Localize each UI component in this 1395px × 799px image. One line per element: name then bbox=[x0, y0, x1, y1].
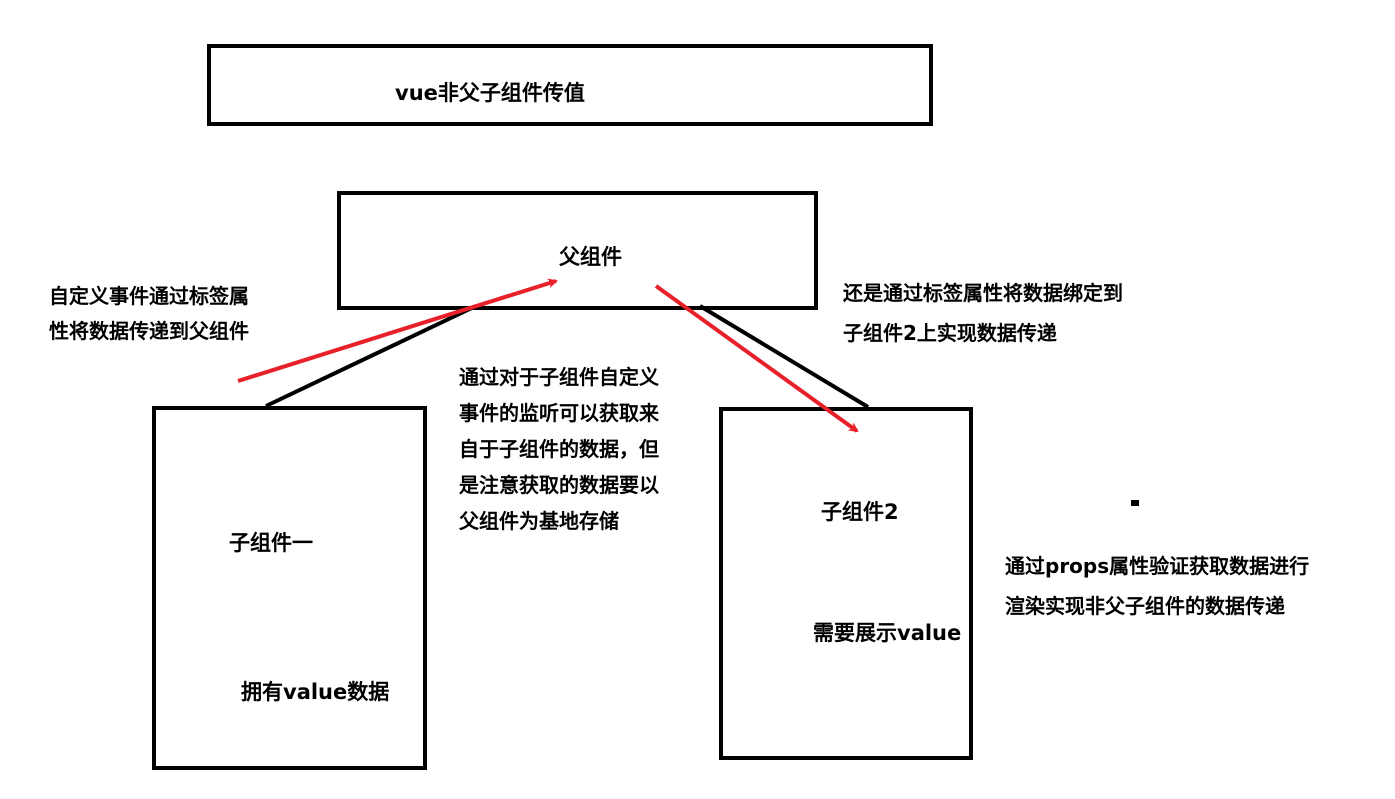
child-component-1-data-label: 拥有value数据 bbox=[241, 680, 390, 704]
listen-note-line: 通过对于子组件自定义 bbox=[459, 365, 659, 389]
bind-attr-note: 还是通过标签属性将数据绑定到 子组件2上实现数据传递 bbox=[843, 273, 1123, 353]
child-component-2-label: 子组件2 bbox=[821, 500, 899, 524]
diagram-title: vue非父子组件传值 bbox=[395, 81, 585, 105]
parent-component-label: 父组件 bbox=[559, 245, 622, 269]
child-component-2-data-label: 需要展示value bbox=[813, 621, 962, 645]
props-note-line: 渲染实现非父子组件的数据传递 bbox=[1005, 594, 1285, 618]
parent-to-child1-line bbox=[265, 304, 477, 408]
props-note: 通过props属性验证获取数据进行 渲染实现非父子组件的数据传递 bbox=[1005, 546, 1309, 626]
bind-attr-note-line: 子组件2上实现数据传递 bbox=[843, 321, 1057, 345]
child-component-1-label: 子组件一 bbox=[229, 531, 313, 555]
parent-to-child2-line bbox=[698, 304, 870, 409]
stray-mark bbox=[1131, 500, 1139, 506]
custom-event-note: 自定义事件通过标签属 性将数据传递到父组件 bbox=[49, 279, 249, 349]
bind-data-arrow bbox=[654, 284, 859, 433]
parent-component-box bbox=[337, 191, 818, 310]
bind-attr-note-line: 还是通过标签属性将数据绑定到 bbox=[843, 281, 1123, 305]
listen-note-line: 自于子组件的数据，但 bbox=[459, 437, 659, 461]
listen-note-line: 是注意获取的数据要以 bbox=[459, 473, 659, 497]
listen-note-line: 父组件为基地存储 bbox=[459, 509, 619, 533]
listen-note: 通过对于子组件自定义 事件的监听可以获取来 自于子组件的数据，但 是注意获取的数… bbox=[459, 359, 659, 539]
custom-event-note-line: 自定义事件通过标签属 bbox=[49, 284, 249, 308]
listen-note-line: 事件的监听可以获取来 bbox=[459, 401, 659, 425]
props-note-line: 通过props属性验证获取数据进行 bbox=[1005, 554, 1310, 578]
child-component-2-box bbox=[719, 407, 973, 760]
title-box bbox=[207, 44, 933, 126]
custom-event-arrow bbox=[237, 278, 558, 383]
custom-event-note-line: 性将数据传递到父组件 bbox=[49, 319, 249, 343]
child-component-1-box bbox=[152, 406, 427, 770]
